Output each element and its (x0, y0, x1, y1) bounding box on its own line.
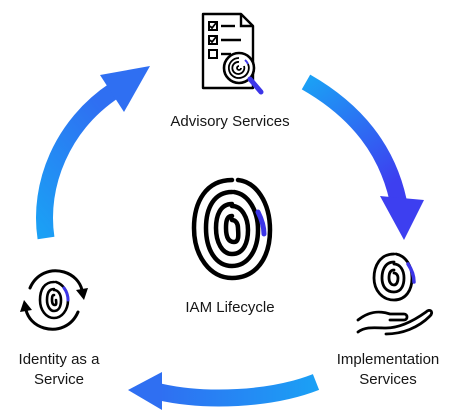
fingerprint-icon (191, 177, 273, 281)
identity-as-a-service-label: Identity as a Service (18, 351, 100, 388)
hand-fingerprint-icon (356, 252, 434, 336)
advisory-services-label: Advisory Services (170, 113, 290, 130)
cycle-fingerprint-icon (20, 269, 88, 331)
implementation-services-label: Implementation Services (336, 351, 440, 388)
center-label: IAM Lifecycle (185, 299, 275, 316)
checklist-magnifier-fingerprint-icon (201, 12, 264, 95)
